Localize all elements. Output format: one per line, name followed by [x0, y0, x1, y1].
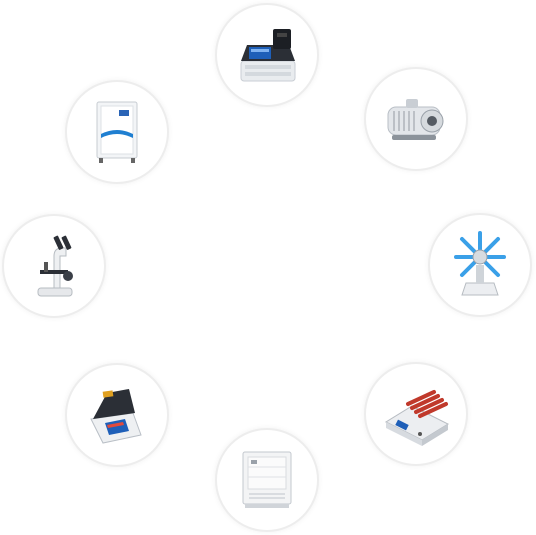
microscope-icon: [37, 235, 73, 297]
tube-rotator-icon: [454, 231, 506, 296]
co2-incubator-icon: [96, 101, 138, 163]
ring-item-tube-rotator[interactable]: [428, 213, 532, 317]
tube-roller-mixer-icon: [384, 390, 450, 446]
chamber-cabinet-icon: [242, 451, 292, 508]
ring-item-chamber-cabinet[interactable]: [215, 428, 319, 532]
ring-item-tube-roller[interactable]: [364, 362, 468, 466]
pcr-thermal-cycler-icon: [90, 389, 142, 444]
ring-item-incubator[interactable]: [65, 80, 169, 184]
vacuum-pump-icon: [387, 99, 444, 140]
ring-item-microscope[interactable]: [2, 214, 106, 318]
ring-item-pcr-top[interactable]: [215, 3, 319, 107]
pcr-thermal-cycler-icon: [240, 29, 296, 82]
ring-item-vacuum-pump[interactable]: [364, 67, 468, 171]
ring-item-pcr-cycler[interactable]: [65, 363, 169, 467]
